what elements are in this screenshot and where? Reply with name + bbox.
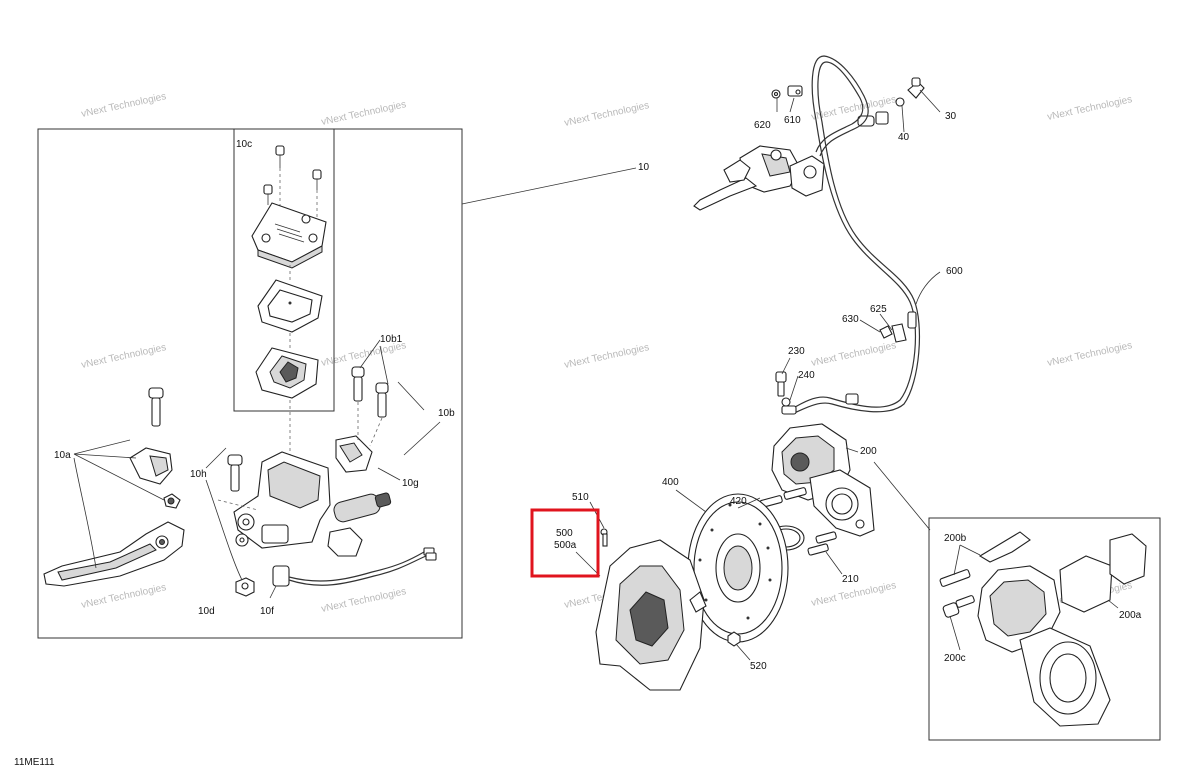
label-10b1[interactable]: 10b1 — [380, 334, 403, 345]
part-10d-nut — [235, 577, 255, 597]
caliper-bolts-210 — [807, 531, 837, 556]
label-200b[interactable]: 200b — [944, 533, 967, 544]
watermark: vNext Technologies — [1046, 340, 1133, 369]
leaders-left — [73, 339, 441, 599]
handlebar-master-cylinder — [693, 145, 825, 211]
hose-clip-625-630 — [879, 323, 907, 343]
leader-10 — [461, 167, 637, 205]
detail-frame-caliper — [928, 517, 1161, 741]
detail-frame-reservoir-cover — [233, 128, 335, 412]
label-610[interactable]: 610 — [784, 115, 801, 126]
label-230[interactable]: 230 — [788, 346, 805, 357]
part-10g-piston — [327, 435, 392, 557]
brake-disc-400 — [687, 493, 789, 643]
watermark: vNext Technologies — [563, 100, 650, 129]
reservoir-cover — [251, 202, 327, 269]
disc-guard-500 — [595, 528, 707, 691]
reservoir-boot — [255, 347, 319, 399]
watermark: vNext Technologies — [320, 99, 407, 128]
label-10c[interactable]: 10c — [236, 139, 252, 150]
watermark: vNext Technologies — [810, 340, 897, 369]
label-30[interactable]: 30 — [945, 111, 957, 122]
hose-fittings-top — [771, 77, 925, 127]
part-10f-brake-switch — [272, 547, 437, 587]
label-10b[interactable]: 10b — [438, 408, 455, 419]
banjo-bolt-230-240 — [775, 371, 797, 415]
label-10f[interactable]: 10f — [260, 606, 274, 617]
label-200c[interactable]: 200c — [944, 653, 966, 664]
reservoir-diaphragm — [257, 279, 323, 333]
label-10[interactable]: 10 — [638, 162, 650, 173]
watermark: vNext Technologies — [320, 586, 407, 615]
label-500a[interactable]: 500a — [554, 540, 577, 551]
label-400[interactable]: 400 — [662, 477, 679, 488]
part-labels: 10c 10 10b1 10b 10a 10h 10g 10d 10f 620 … — [14, 111, 1142, 768]
watermark: vNext Technologies — [80, 582, 167, 611]
label-10d[interactable]: 10d — [198, 606, 215, 617]
label-200a[interactable]: 200a — [1119, 610, 1142, 621]
label-40[interactable]: 40 — [898, 132, 910, 143]
label-625[interactable]: 625 — [870, 304, 887, 315]
watermark: vNext Technologies — [563, 342, 650, 371]
caliper-detail — [939, 531, 1147, 727]
label-620[interactable]: 620 — [754, 120, 771, 131]
watermark: vNext Technologies — [80, 91, 167, 120]
label-630[interactable]: 630 — [842, 314, 859, 325]
master-cylinder-body — [217, 451, 331, 549]
label-520[interactable]: 520 — [750, 661, 767, 672]
label-600[interactable]: 600 — [946, 266, 963, 277]
nut-520 — [727, 631, 741, 647]
brake-lever-10a — [43, 521, 185, 587]
label-10g[interactable]: 10g — [402, 478, 419, 489]
label-240[interactable]: 240 — [798, 370, 815, 381]
highlight-box[interactable] — [530, 508, 600, 578]
label-10h[interactable]: 10h — [190, 469, 207, 480]
leaders-right — [575, 89, 1119, 661]
watermark: vNext Technologies — [1046, 94, 1133, 123]
brake-caliper-200 — [771, 423, 875, 537]
part-10h-pin — [227, 454, 243, 492]
watermark: vNext Technologies — [80, 342, 167, 371]
label-420[interactable]: 420 — [730, 496, 747, 507]
label-10a[interactable]: 10a — [54, 450, 71, 461]
label-510[interactable]: 510 — [572, 492, 589, 503]
label-210[interactable]: 210 — [842, 574, 859, 585]
part-10b-screws — [351, 366, 389, 447]
label-500[interactable]: 500 — [556, 528, 573, 539]
reservoir-cover-screws — [263, 145, 322, 225]
part-10a-bracket — [129, 387, 181, 509]
label-200[interactable]: 200 — [860, 446, 877, 457]
diagram-id: 11ME111 — [14, 757, 55, 768]
brake-hose-600 — [789, 55, 921, 415]
